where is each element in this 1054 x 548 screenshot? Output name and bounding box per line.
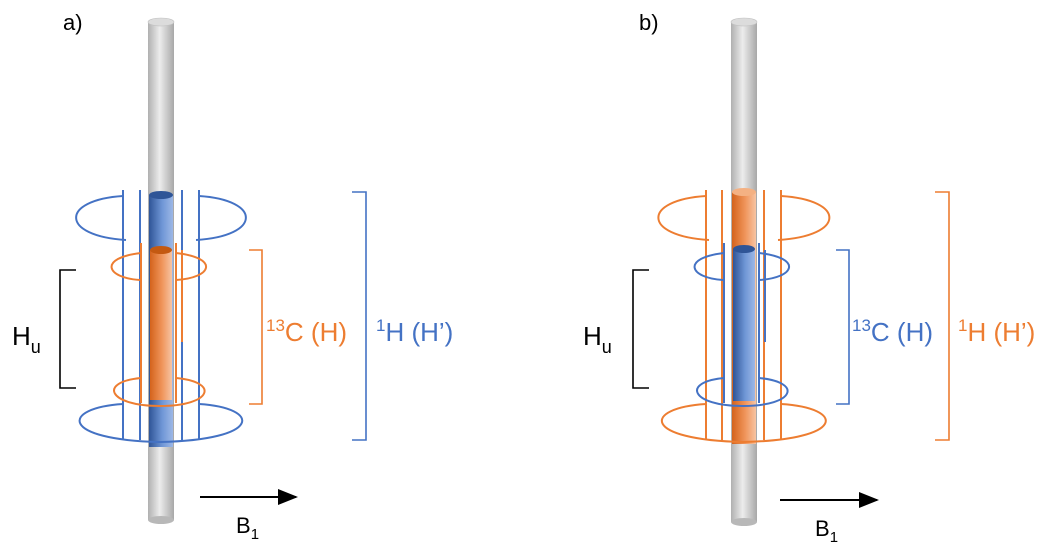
inner-coil-bracket: [836, 249, 850, 405]
inner-sample-cylinder: [733, 245, 755, 401]
panel-b: b): [583, 10, 1035, 546]
inner-sample-cylinder: [150, 246, 172, 400]
outer-coil-bracket: [935, 191, 950, 441]
inner-coil-label: 13C (H): [852, 316, 933, 347]
inner-coil-label: 13C (H): [266, 316, 347, 347]
hu-bracket: [59, 269, 76, 389]
inner-coil: [693, 243, 791, 408]
hu-label: Hu: [583, 321, 612, 357]
inner-coil: [110, 243, 208, 408]
inner-coil-bracket: [249, 249, 263, 405]
panel-b-label: b): [639, 10, 659, 35]
outer-coil-label: 1H (H’): [958, 316, 1035, 347]
panel-a: a): [12, 10, 453, 543]
outer-coil-label: 1H (H’): [376, 316, 453, 347]
panel-a-label: a): [63, 10, 83, 35]
b1-label: B1: [815, 516, 838, 546]
hu-bracket: [632, 269, 649, 389]
hu-label: Hu: [12, 321, 41, 357]
b1-label: B1: [236, 513, 259, 543]
outer-coil-bracket: [352, 191, 367, 441]
